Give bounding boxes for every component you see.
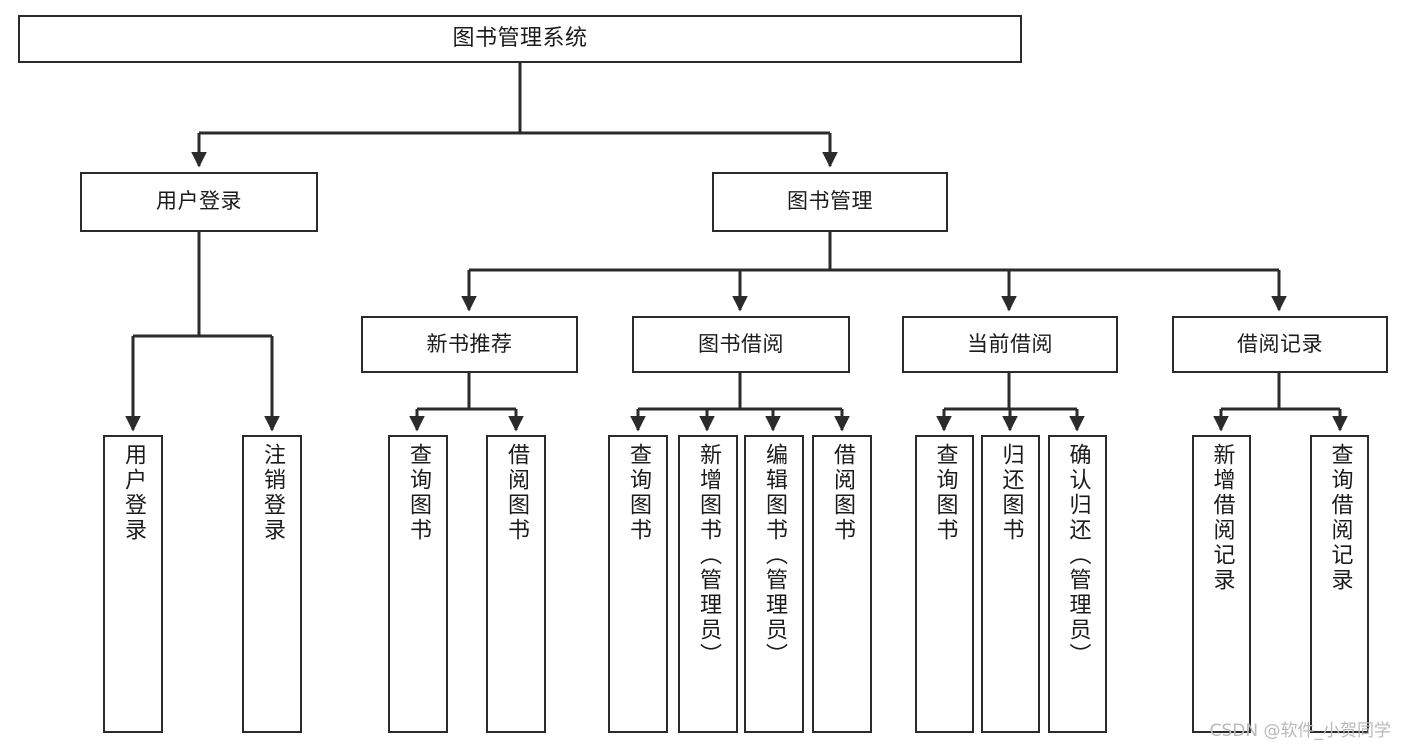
node-label: 图书借阅 [698, 331, 784, 356]
leaf-new-book-query[interactable]: 查询图书 [388, 435, 448, 733]
node-label: 借阅图书 [504, 443, 529, 543]
leaf-book-borrow-edit[interactable]: 编辑图书（管理员） [744, 435, 804, 733]
node-label: 查询图书 [626, 443, 651, 543]
node-label: 查询借阅记录 [1327, 443, 1353, 593]
node-label: 新书推荐 [426, 331, 513, 356]
node-current-borrow[interactable]: 当前借阅 [902, 316, 1118, 373]
node-label: 归还图书 [998, 443, 1024, 543]
leaf-new-book-borrow[interactable]: 借阅图书 [486, 435, 546, 733]
leaf-borrow-record-add[interactable]: 新增借阅记录 [1192, 435, 1251, 733]
node-label: 注销登录 [260, 443, 285, 543]
node-book-management[interactable]: 图书管理 [712, 172, 948, 232]
leaf-book-borrow-query[interactable]: 查询图书 [608, 435, 668, 733]
node-label: 用户登录 [156, 189, 242, 214]
leaf-user-login-logout[interactable]: 注销登录 [242, 435, 302, 733]
node-label: 用户登录 [121, 443, 146, 543]
node-root-system[interactable]: 图书管理系统 [18, 15, 1022, 63]
leaf-current-borrow-query[interactable]: 查询图书 [915, 435, 974, 733]
node-label: 新增借阅记录 [1209, 443, 1235, 593]
node-new-book-recommend[interactable]: 新书推荐 [361, 316, 578, 373]
node-label: 借阅图书 [830, 443, 855, 543]
node-label: 新增图书（管理员） [696, 443, 721, 668]
leaf-book-borrow-borrow[interactable]: 借阅图书 [812, 435, 872, 733]
watermark-text: CSDN @软件_小贺同学 [1209, 721, 1391, 741]
node-label: 确认归还（管理员） [1065, 443, 1091, 668]
node-label: 编辑图书（管理员） [762, 443, 787, 668]
node-label: 图书管理系统 [452, 25, 588, 51]
node-user-login[interactable]: 用户登录 [80, 172, 318, 232]
node-label: 查询图书 [406, 443, 431, 543]
node-book-borrow[interactable]: 图书借阅 [632, 316, 850, 373]
leaf-current-borrow-confirm-return[interactable]: 确认归还（管理员） [1048, 435, 1107, 733]
node-label: 当前借阅 [967, 331, 1053, 356]
node-label: 图书管理 [787, 189, 873, 214]
leaf-borrow-record-query[interactable]: 查询借阅记录 [1310, 435, 1369, 733]
node-borrow-record[interactable]: 借阅记录 [1172, 316, 1388, 373]
leaf-book-borrow-add[interactable]: 新增图书（管理员） [678, 435, 738, 733]
leaf-user-login-login[interactable]: 用户登录 [103, 435, 163, 733]
leaf-current-borrow-return[interactable]: 归还图书 [981, 435, 1040, 733]
node-label: 查询图书 [932, 443, 958, 543]
node-label: 借阅记录 [1237, 331, 1323, 356]
